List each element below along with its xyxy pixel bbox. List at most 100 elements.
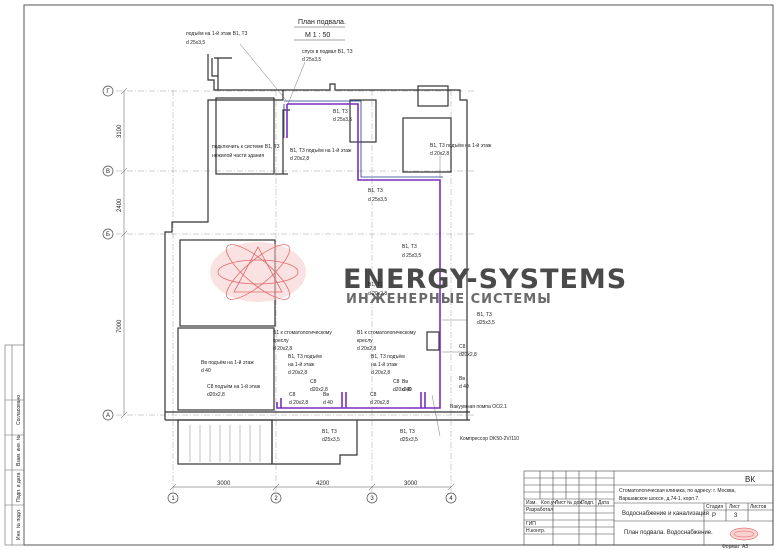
building-walls [164, 54, 470, 465]
tb-stage: Р [712, 513, 716, 519]
pipe-route [276, 103, 441, 409]
tb-role-4: Н.контр. [526, 528, 545, 534]
axis-col-4: 4 [449, 496, 453, 502]
title-block [523, 470, 774, 546]
label-l22a: Вв [323, 392, 329, 398]
label-l6b: d 20х2,8 [430, 151, 449, 157]
row-dim-1: 3100 [117, 124, 123, 138]
side-stamp-inv: Инв. № подл. [16, 509, 22, 540]
tb-stage-h: Стадия [706, 504, 723, 510]
label-l27b: d25х3,5 [400, 437, 418, 443]
label-l26b: d25х3,5 [322, 437, 340, 443]
label-l25: Вакуумная помпа ОО2.1 [450, 404, 507, 410]
label-l4b: нежилой части здания [212, 152, 264, 159]
tb-col-izm: Изм. [526, 500, 537, 506]
tb-project-1: Стоматологическая клиника, по адресу: г.… [619, 488, 736, 494]
row-dimension-line [120, 87, 128, 419]
label-l19b: d20х2,8 [459, 352, 477, 358]
side-stamp-replace: Взам. инв. № [16, 435, 22, 466]
tb-sheet-h: Лист [729, 504, 741, 510]
label-l7a: В1, Т3 [368, 188, 383, 194]
axis-row-a: А [106, 413, 110, 419]
row-axis-markers [102, 85, 114, 421]
axis-col-2: 2 [274, 496, 278, 502]
pipe-route-blue [283, 100, 443, 178]
col-dimension-line [169, 483, 455, 491]
row-dim-3: 7000 [117, 319, 123, 333]
sheet-frame [23, 4, 774, 546]
tb-role-3: ГИП [526, 521, 536, 527]
tb-col-doc: № док. [567, 500, 583, 506]
stairs [189, 425, 261, 462]
plan-title: План подвала. [298, 19, 346, 26]
label-l11c: d 20х2,8 [273, 346, 292, 352]
tb-company-logo [729, 527, 759, 541]
axis-row-g: Г [106, 89, 110, 95]
label-l15a: В1, Т3 подъём [371, 354, 405, 360]
label-l14a: В1, Т3 подъём [288, 354, 322, 360]
tb-col-sign: Подп. [581, 500, 594, 506]
label-l27a: В1, Т3 [400, 429, 415, 435]
label-l19a: С8 [459, 344, 466, 350]
side-stamp [4, 344, 25, 546]
label-l9a: В1, Т3 [368, 282, 383, 288]
label-l10b: d25х3,5 [477, 320, 495, 326]
label-l13b: d 40 [201, 368, 211, 374]
side-stamp-agreed: Согласовано [16, 395, 22, 425]
grid-lines [116, 90, 475, 500]
watermark-logo [210, 242, 306, 302]
col-dim-2: 4200 [316, 481, 330, 487]
axis-row-b: Б [106, 232, 110, 238]
label-l23b: d 40 [402, 387, 412, 393]
label-l17b: d20х2,8 [310, 387, 328, 393]
tb-sheet-name: План подвала. Водоснабжение. [624, 530, 713, 536]
plan-scale: М 1 : 50 [305, 32, 330, 39]
label-l2b: d 25х3,5 [302, 57, 321, 63]
label-l16b: d20х2,8 [207, 392, 225, 398]
label-l5b: d 20х2,8 [290, 156, 309, 162]
label-l14c: d 20х2,8 [288, 370, 307, 376]
label-l20a: С8 [289, 392, 296, 398]
label-l11b: креслу [273, 338, 289, 344]
label-l7b: d 25х3,5 [368, 197, 387, 203]
label-l12b: креслу [357, 338, 373, 344]
label-l8b: d 25х3,5 [402, 253, 421, 259]
tb-col-list: Лист [555, 500, 567, 506]
label-l18a: С8 [393, 379, 400, 385]
label-l20b: d 20х2,8 [289, 400, 308, 406]
axis-col-3: 3 [370, 496, 374, 502]
row-dim-2: 2400 [117, 198, 123, 212]
label-l2a: спуск в подвал В1, Т3 [302, 49, 353, 55]
label-l21b: d 20х2,8 [370, 400, 389, 406]
col-dim-1: 3000 [217, 481, 231, 487]
label-l24a: Вв [459, 376, 465, 382]
label-l1b: d 25х3,5 [186, 40, 205, 46]
label-l3a: В1, Т3 [333, 109, 348, 115]
tb-code: ВК [745, 475, 755, 484]
tb-sheets-h: Листов [750, 504, 767, 510]
tb-role-1: Разработал [526, 507, 553, 513]
label-l4a: подключить к системе В1, Т3 [212, 144, 280, 150]
label-l18b: d20х2,8 [393, 387, 411, 393]
label-l17a: С8 [310, 379, 317, 385]
label-l24b: d 40 [459, 384, 469, 390]
col-dim-3: 3000 [404, 481, 418, 487]
label-l13a: Вв подъём на 1-й этаж [201, 359, 254, 366]
label-l11a: В1 к стоматологическому [273, 330, 332, 336]
label-l8a: В1, Т3 [402, 244, 417, 250]
watermark-title: ENERGY-SYSTEMS [343, 264, 627, 295]
label-l10a: В1, Т3 [477, 312, 492, 318]
tb-project-2: Варшавское шоссе, д.74-1, корп.7. [619, 496, 700, 502]
label-l12a: В1 к стоматологическому [357, 330, 416, 336]
axis-row-v: В [106, 169, 110, 175]
label-l5a: В1, Т3 подъём на 1-й этаж [290, 147, 352, 154]
tb-section: Водоснабжение и канализация [622, 511, 709, 517]
leader-lines [239, 43, 470, 437]
label-l28: Компрессор DK50-2V/110 [460, 436, 519, 442]
tb-format-label: Формат [722, 544, 740, 550]
label-l14b: на 1-й этаж [288, 361, 315, 368]
label-l3b: d 25х3,5 [333, 117, 352, 123]
side-stamp-sign: Подп. и дата [16, 472, 22, 502]
watermark-subtitle: ИНЖЕНЕРНЫЕ СИСТЕМЫ [346, 292, 552, 307]
